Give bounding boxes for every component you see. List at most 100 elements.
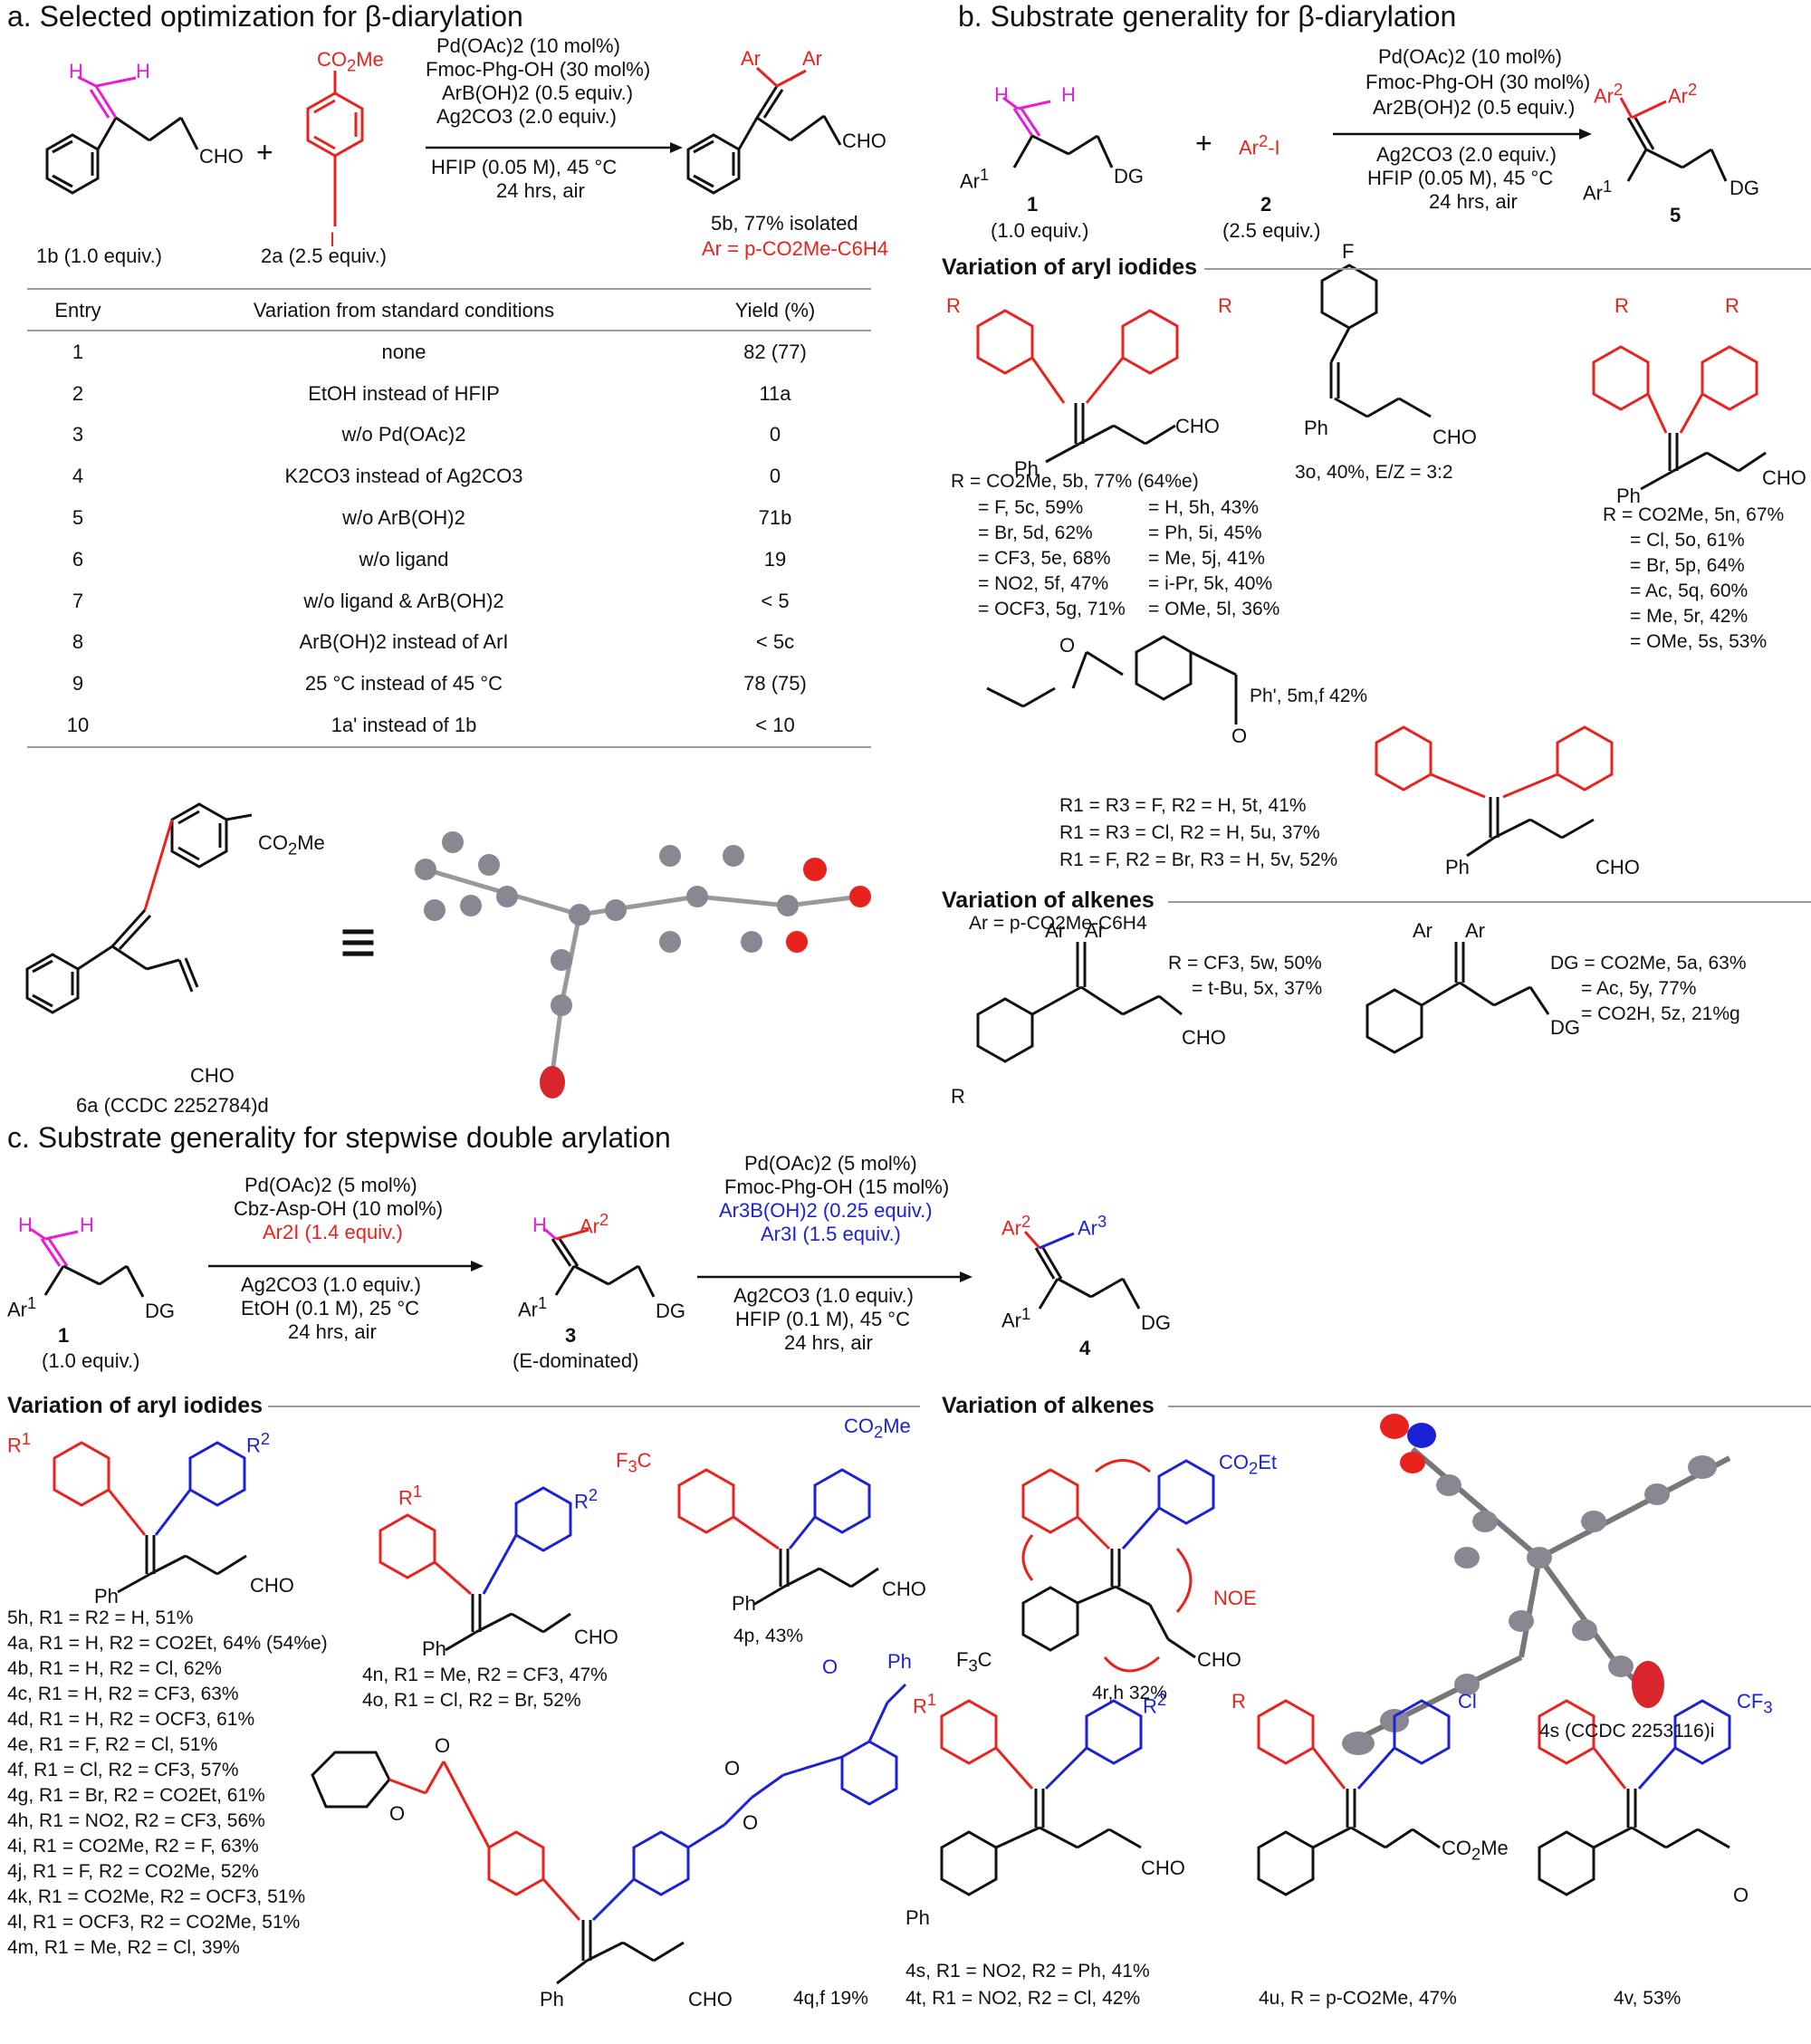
crystal-structure-4s [1342, 1414, 1731, 1755]
sub-b-alkene: Variation of alkenes [942, 888, 1155, 913]
para-right-3: = i-Pr, 5k, 40% [1148, 573, 1273, 594]
sm2-label: 2a (2.5 equiv.) [261, 245, 388, 267]
alk-right-1: = Ac, 5y, 77% [1581, 978, 1697, 999]
meta-list-3: = Ac, 5q, 60% [1630, 581, 1749, 601]
int-label: 3 [565, 1324, 577, 1347]
label-co2me-6a: CO2Me [258, 831, 325, 859]
list4-2: 4b, R1 = H, R2 = Cl, 62% [7, 1658, 222, 1679]
para-list-head: R = CO2Me, 5b, 77% (64%e) [951, 471, 1199, 492]
sub-b-aryl: Variation of aryl iodides [942, 254, 1198, 280]
para-right-2: = Me, 5j, 41% [1148, 548, 1265, 569]
label-ar1-b: Ar1 [960, 165, 990, 193]
label-ph-4p: Ph [732, 1592, 756, 1615]
label-4v: 4v, 53% [1614, 1988, 1682, 2009]
alk-left-1: = t-Bu, 5x, 37% [1192, 978, 1323, 999]
panel-b-title: b. Substrate generality for β-diarylatio… [958, 0, 1457, 33]
para-left-4: = OCF3, 5g, 71% [978, 599, 1126, 619]
sm1-label: 1b (1.0 equiv.) [36, 245, 163, 267]
label-r2-4n: R2 [574, 1485, 599, 1513]
list4-12: 4l, R1 = OCF3, R2 = CO2Me, 51% [7, 1912, 301, 1933]
label-o-4v: O [1733, 1884, 1749, 1906]
step2-3: Ar3I (1.5 equiv.) [761, 1223, 901, 1245]
label-co2me-4u: CO2Me [1442, 1837, 1509, 1864]
label-4u: 4u, R = p-CO2Me, 47% [1259, 1988, 1457, 2009]
label-r-4u: R [1231, 1690, 1246, 1713]
label-r1-4: R1 [7, 1429, 32, 1457]
label-cl-4u: Cl [1458, 1690, 1477, 1713]
label-dg-c: DG [145, 1300, 175, 1322]
label-4p: 4p, 43% [733, 1626, 804, 1646]
label-r1-4n: R1 [398, 1482, 423, 1510]
cond-a-2: ArB(OH)2 (0.5 equiv.) [442, 82, 634, 104]
step1-1: Cbz-Asp-OH (10 mol%) [234, 1197, 444, 1220]
label-r2-4: R2 [246, 1429, 271, 1457]
equiv-symbol: ≡ [340, 907, 377, 977]
th-variation: Variation from standard conditions [129, 295, 679, 331]
crystal-structure-6a [415, 831, 871, 1099]
label-cf3-4r: F3C [956, 1648, 992, 1675]
cond-a-0: Pd(OAc)2 (10 mol%) [436, 34, 620, 57]
optimization-table: Entry Variation from standard conditions… [27, 295, 871, 748]
list4-13: 4m, R1 = Me, R2 = Cl, 39% [7, 1937, 240, 1958]
label-ar1-prod-c: Ar1 [1001, 1304, 1031, 1332]
list4-8: 4h, R1 = NO2, R2 = CF3, 56% [7, 1810, 265, 1831]
cond-a-4: HFIP (0.05 M), 45 °C [431, 156, 618, 178]
sub-c-aryl: Variation of aryl iodides [7, 1393, 264, 1418]
label-r1-4s: R1 [913, 1690, 937, 1718]
label-cf3-4v: CF3 [1737, 1690, 1773, 1717]
label-cf3-4p: F3C [616, 1449, 652, 1476]
list4st-1: 4t, R1 = NO2, R2 = Cl, 42% [906, 1988, 1141, 2009]
label-r-b1: R [946, 294, 961, 317]
label-co2me-4p: CO2Me [844, 1415, 911, 1442]
label-ph-tri: Ph [1445, 856, 1470, 878]
label-r-meta2: R [1725, 294, 1739, 317]
label-ph-4: Ph [94, 1585, 119, 1607]
cond-a-3: Ag2CO3 (2.0 equiv.) [436, 105, 617, 128]
sm-c-equiv: (1.0 equiv.) [42, 1349, 140, 1372]
sm1-b-label: 1 [1027, 193, 1039, 216]
label-h1: H [69, 60, 83, 82]
label-o-4q5: O [822, 1655, 838, 1678]
label-ar3-prod-c: Ar3 [1078, 1212, 1107, 1240]
ar-def-b: Ar = p-CO2Me-C6H4 [969, 913, 1147, 934]
label-ph-meta: Ph [1616, 485, 1641, 507]
para-right-4: = OMe, 5l, 36% [1148, 599, 1280, 619]
label-dg-b-prod: DG [1730, 177, 1759, 199]
label-co2me: CO2Me [317, 48, 384, 75]
label-ph-b1: Ph [1014, 457, 1039, 480]
label-ph-4q2: Ph [540, 1988, 564, 2010]
sm-c-label: 1 [58, 1324, 70, 1347]
label-h-int: H [532, 1214, 547, 1236]
cond-b-1: Fmoc-Phg-OH (30 mol%) [1365, 71, 1591, 93]
label-cho-4p: CHO [882, 1578, 926, 1600]
tri-list-1: R1 = R3 = Cl, R2 = H, 5u, 37% [1059, 822, 1320, 843]
label-ar-alk2: Ar [1085, 919, 1105, 942]
label-o-4q1: O [435, 1734, 451, 1757]
list4st-0: 4s, R1 = NO2, R2 = Ph, 41% [906, 1961, 1150, 1982]
step1-4: EtOH (0.1 M), 25 °C [241, 1297, 420, 1319]
step1-0: Pd(OAc)2 (5 mol%) [244, 1174, 417, 1196]
label-noe: NOE [1213, 1587, 1257, 1609]
rule-c-alkene [1168, 1406, 1811, 1407]
xray-4s-label: 4s (CCDC 2253116)i [1539, 1721, 1715, 1742]
label-cho-5b: CHO [842, 130, 886, 152]
tri-list-2: R1 = F, R2 = Br, R3 = H, 5v, 52% [1059, 849, 1338, 870]
cond-b-4: HFIP (0.05 M), 45 °C [1367, 167, 1554, 189]
table-top-rule [27, 288, 871, 290]
label-ar1: Ar [741, 47, 761, 70]
label-o-keto1: O [1059, 634, 1076, 657]
product-b-label: 5 [1670, 204, 1682, 226]
sm2-b-label: 2 [1260, 193, 1272, 216]
label-ar2-int: Ar2 [580, 1210, 609, 1238]
list4-9: 4i, R1 = CO2Me, R2 = F, 63% [7, 1836, 259, 1857]
label-ar-alk1: Ar [1045, 919, 1065, 942]
label-r-b2: R [1218, 294, 1232, 317]
list4no-1: 4o, R1 = Cl, R2 = Br, 52% [362, 1690, 581, 1711]
